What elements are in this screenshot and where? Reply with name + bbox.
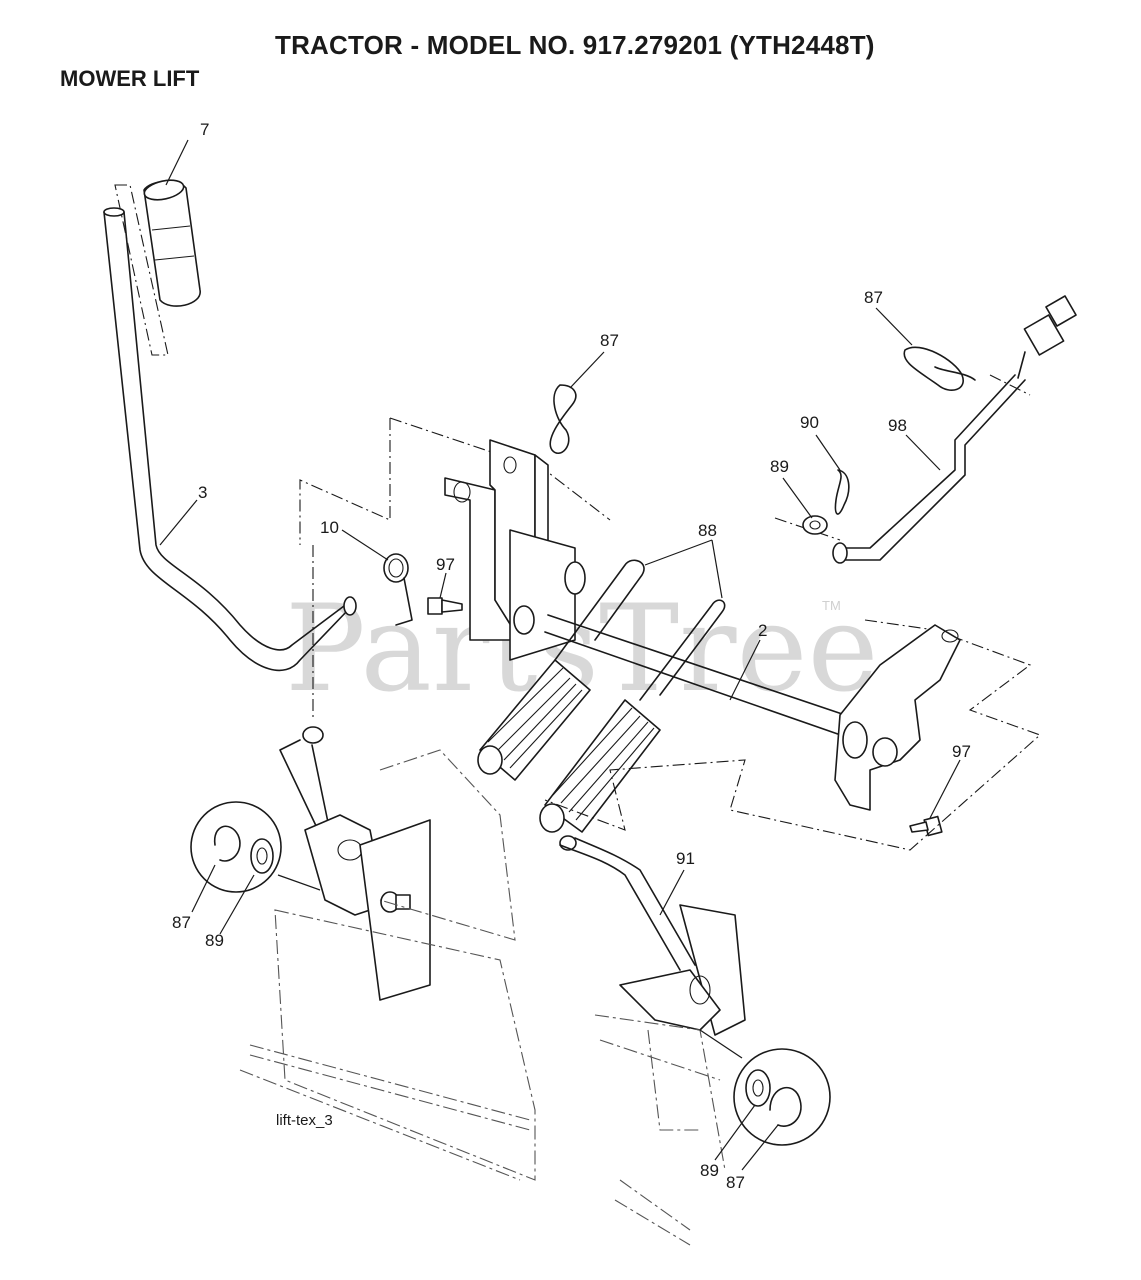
callout-7: 7 [200, 120, 209, 139]
watermark-trademark: TM [822, 598, 841, 613]
callout-3: 3 [198, 483, 207, 502]
part-97-bolt-right [909, 815, 943, 837]
part-91-rod [559, 835, 696, 971]
diagram-title: TRACTOR - MODEL NO. 917.279201 (YTH2448T… [275, 30, 875, 60]
part-98-rod [774, 295, 1077, 564]
part-10-spring [383, 553, 413, 626]
part-7-grip [114, 179, 201, 356]
callout-87-upper: 87 [600, 331, 619, 350]
right-lower-assembly [594, 904, 746, 1246]
part-3-lift-lever [103, 207, 357, 672]
callout-89-left-detail: 89 [205, 931, 224, 950]
part-90-clip [834, 469, 850, 515]
left-lower-assembly [239, 545, 536, 1181]
callout-89-right: 89 [770, 457, 789, 476]
callout-87-right: 87 [864, 288, 883, 307]
part-87-clip-right [903, 346, 976, 391]
callout-88: 88 [698, 521, 717, 540]
callout-91: 91 [676, 849, 695, 868]
right-detail-circle [699, 1029, 831, 1146]
part-2-shaft [544, 614, 1042, 851]
part-87-clip-upper [549, 384, 577, 454]
callout-90: 90 [800, 413, 819, 432]
section-title: MOWER LIFT [60, 66, 200, 91]
callout-10: 10 [320, 518, 339, 537]
figure-code: lift-tex_3 [276, 1112, 333, 1129]
callout-87-left-detail: 87 [172, 913, 191, 932]
callout-97-right: 97 [952, 742, 971, 761]
callout-97-left: 97 [436, 555, 455, 574]
callout-2: 2 [758, 621, 767, 640]
part-88-springs [477, 559, 726, 833]
part-89-washer-right [802, 515, 828, 535]
callout-87-right-detail: 87 [726, 1173, 745, 1192]
callout-98: 98 [888, 416, 907, 435]
callout-89-right-detail: 89 [700, 1161, 719, 1180]
part-97-bolt-left [427, 597, 463, 615]
lift-bracket [299, 417, 611, 661]
left-detail-circle [190, 801, 321, 893]
